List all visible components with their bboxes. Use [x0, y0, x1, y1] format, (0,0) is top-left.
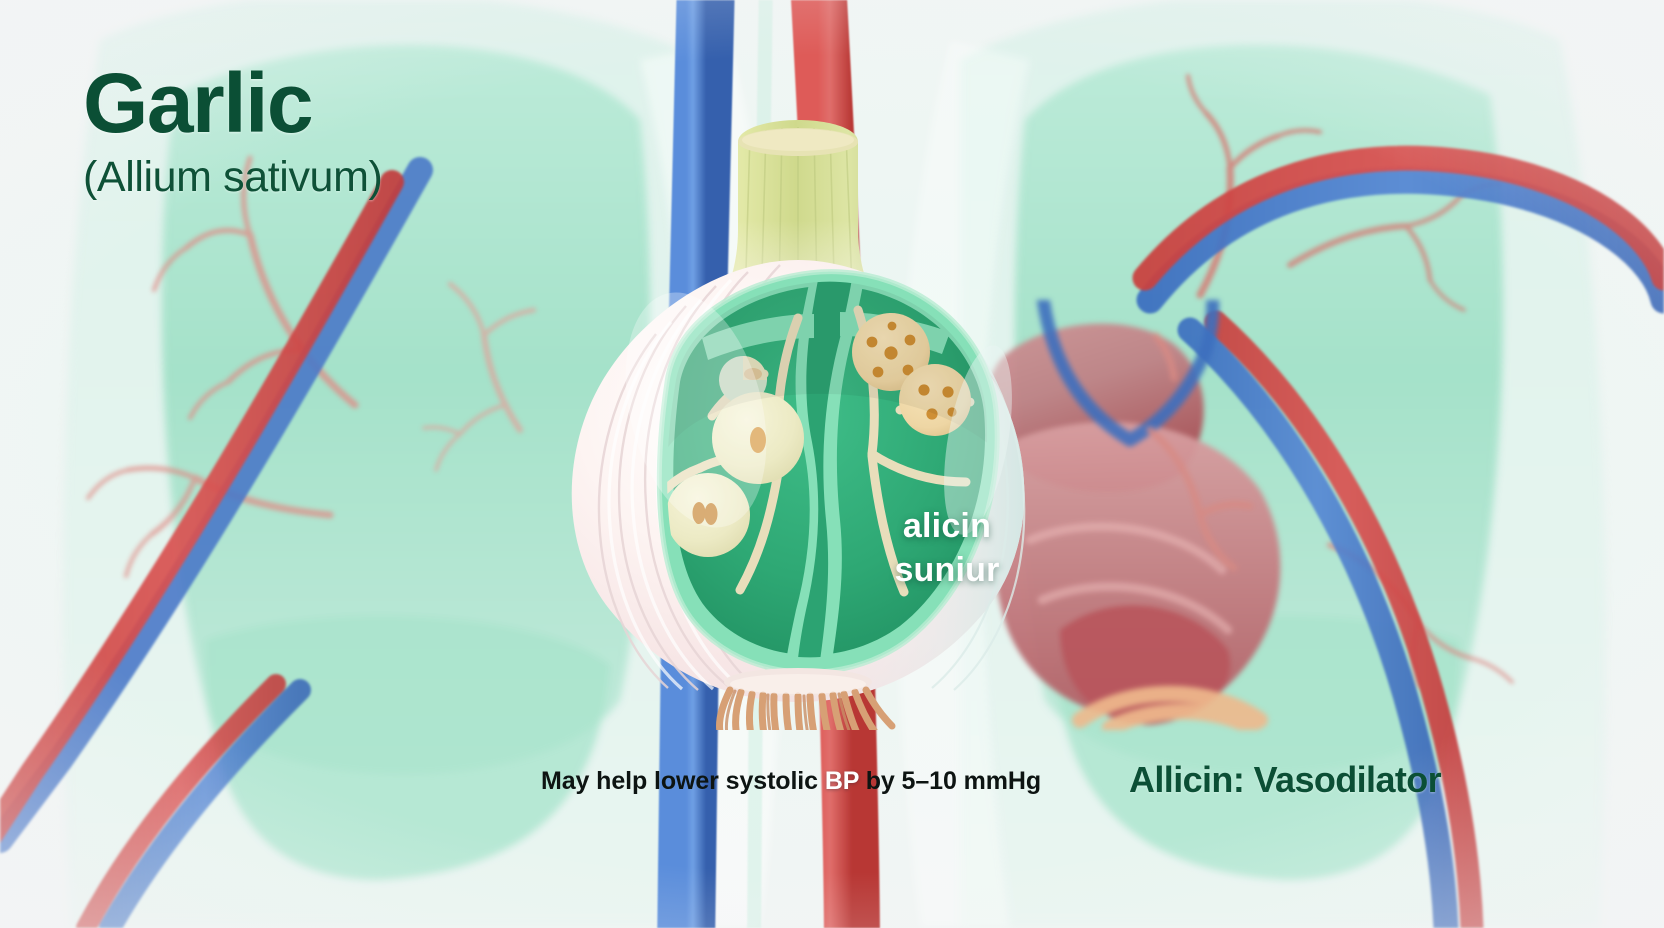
- effect-caption-highlight: BP: [824, 767, 859, 795]
- effect-caption: May help lower systolic BP by 5–10 mmHg: [541, 767, 1041, 796]
- page-subtitle: (Allium sativum): [83, 153, 383, 202]
- mechanism-label: Allicin: Vasodilator: [1129, 759, 1442, 800]
- effect-caption-prefix: May help lower systolic: [541, 767, 825, 795]
- effect-caption-suffix: by 5–10 mmHg: [858, 767, 1042, 795]
- title-block: Garlic (Allium sativum): [83, 56, 383, 202]
- page-title: Garlic: [83, 56, 314, 150]
